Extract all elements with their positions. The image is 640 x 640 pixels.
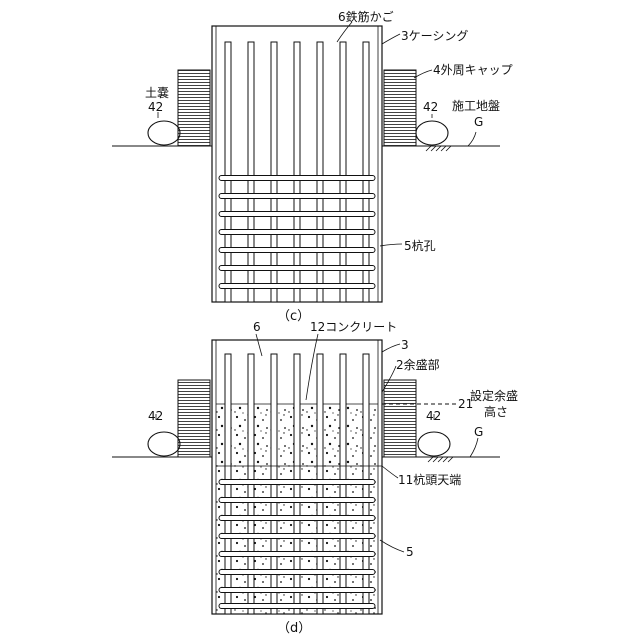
rebar-hoop — [219, 266, 375, 271]
ground-hatch-d — [428, 457, 453, 462]
rebar-hoop — [219, 248, 375, 253]
figure-c: 6鉄筋かご 3ケーシング 4外周キャップ 土嚢 42 42 施工地盤 G 5杭孔… — [112, 9, 513, 324]
caption-d: （d） — [277, 621, 311, 636]
sandbag-right-d — [418, 432, 450, 456]
rebar-hoop — [219, 570, 375, 575]
sandbag-right-c — [416, 121, 448, 145]
label-ground-name: 施工地盤 — [452, 99, 500, 113]
rebar-bar — [317, 42, 323, 302]
figure-d: 6 12コンクリート 3 2余盛部 21 設定余盛 高さ 42 42 G 11杭… — [112, 320, 518, 636]
rebar-bar — [294, 42, 300, 302]
label-pile-hole-c: 5杭孔 — [404, 238, 436, 253]
label-cage-d: 6 — [253, 320, 261, 334]
label-ground-c: G — [474, 115, 483, 129]
sandbag-left-d — [148, 432, 180, 456]
label-sandbag-left-d: 42 — [148, 409, 163, 423]
label-pile-top: 11杭頭天端 — [398, 472, 461, 487]
caption-c: （c） — [277, 309, 310, 324]
rebar-hoop — [219, 194, 375, 199]
outer-cap-right-c — [384, 70, 416, 146]
rebar-hoop — [219, 480, 375, 485]
rebar-hoop — [219, 212, 375, 217]
rebar-hoop — [219, 534, 375, 539]
rebar-hoop — [219, 284, 375, 289]
label-sandbag-left-c: 42 — [148, 100, 163, 114]
label-sandbag-right-d: 42 — [426, 409, 441, 423]
rebar-hoop — [219, 230, 375, 235]
rebar-bar — [271, 42, 277, 302]
label-cage-c: 6鉄筋かご — [338, 9, 394, 24]
rebar-hoop — [219, 516, 375, 521]
sandbag-left-c — [148, 121, 180, 145]
rebar-bar — [363, 42, 369, 302]
rebar-bar — [225, 42, 231, 302]
label-ground-d: G — [474, 425, 483, 439]
rebar-bar — [340, 42, 346, 302]
outer-cap-right-d — [384, 380, 416, 457]
label-sandbag-name: 土嚢 — [145, 85, 169, 100]
label-outer-cap-c: 4外周キャップ — [433, 63, 513, 77]
label-casing-c: 3ケーシング — [401, 29, 468, 43]
rebar-bar — [248, 42, 254, 302]
rebar-hoop — [219, 498, 375, 503]
rebar-hoop — [219, 604, 375, 609]
outer-cap-left-d — [178, 380, 210, 457]
label-design-2: 高さ — [484, 404, 508, 419]
label-pile-hole-d: 5 — [406, 545, 414, 559]
label-casing-d: 3 — [401, 338, 409, 352]
ground-hatch-c — [426, 146, 451, 151]
rebar-hoop — [219, 588, 375, 593]
label-sandbag-right-c: 42 — [423, 100, 438, 114]
label-design-1: 設定余盛 — [470, 388, 518, 403]
label-concrete: 12コンクリート — [310, 320, 397, 334]
label-extra-part: 2余盛部 — [396, 357, 440, 372]
outer-cap-left-c — [178, 70, 210, 146]
rebar-hoop — [219, 176, 375, 181]
rebar-hoop — [219, 552, 375, 557]
